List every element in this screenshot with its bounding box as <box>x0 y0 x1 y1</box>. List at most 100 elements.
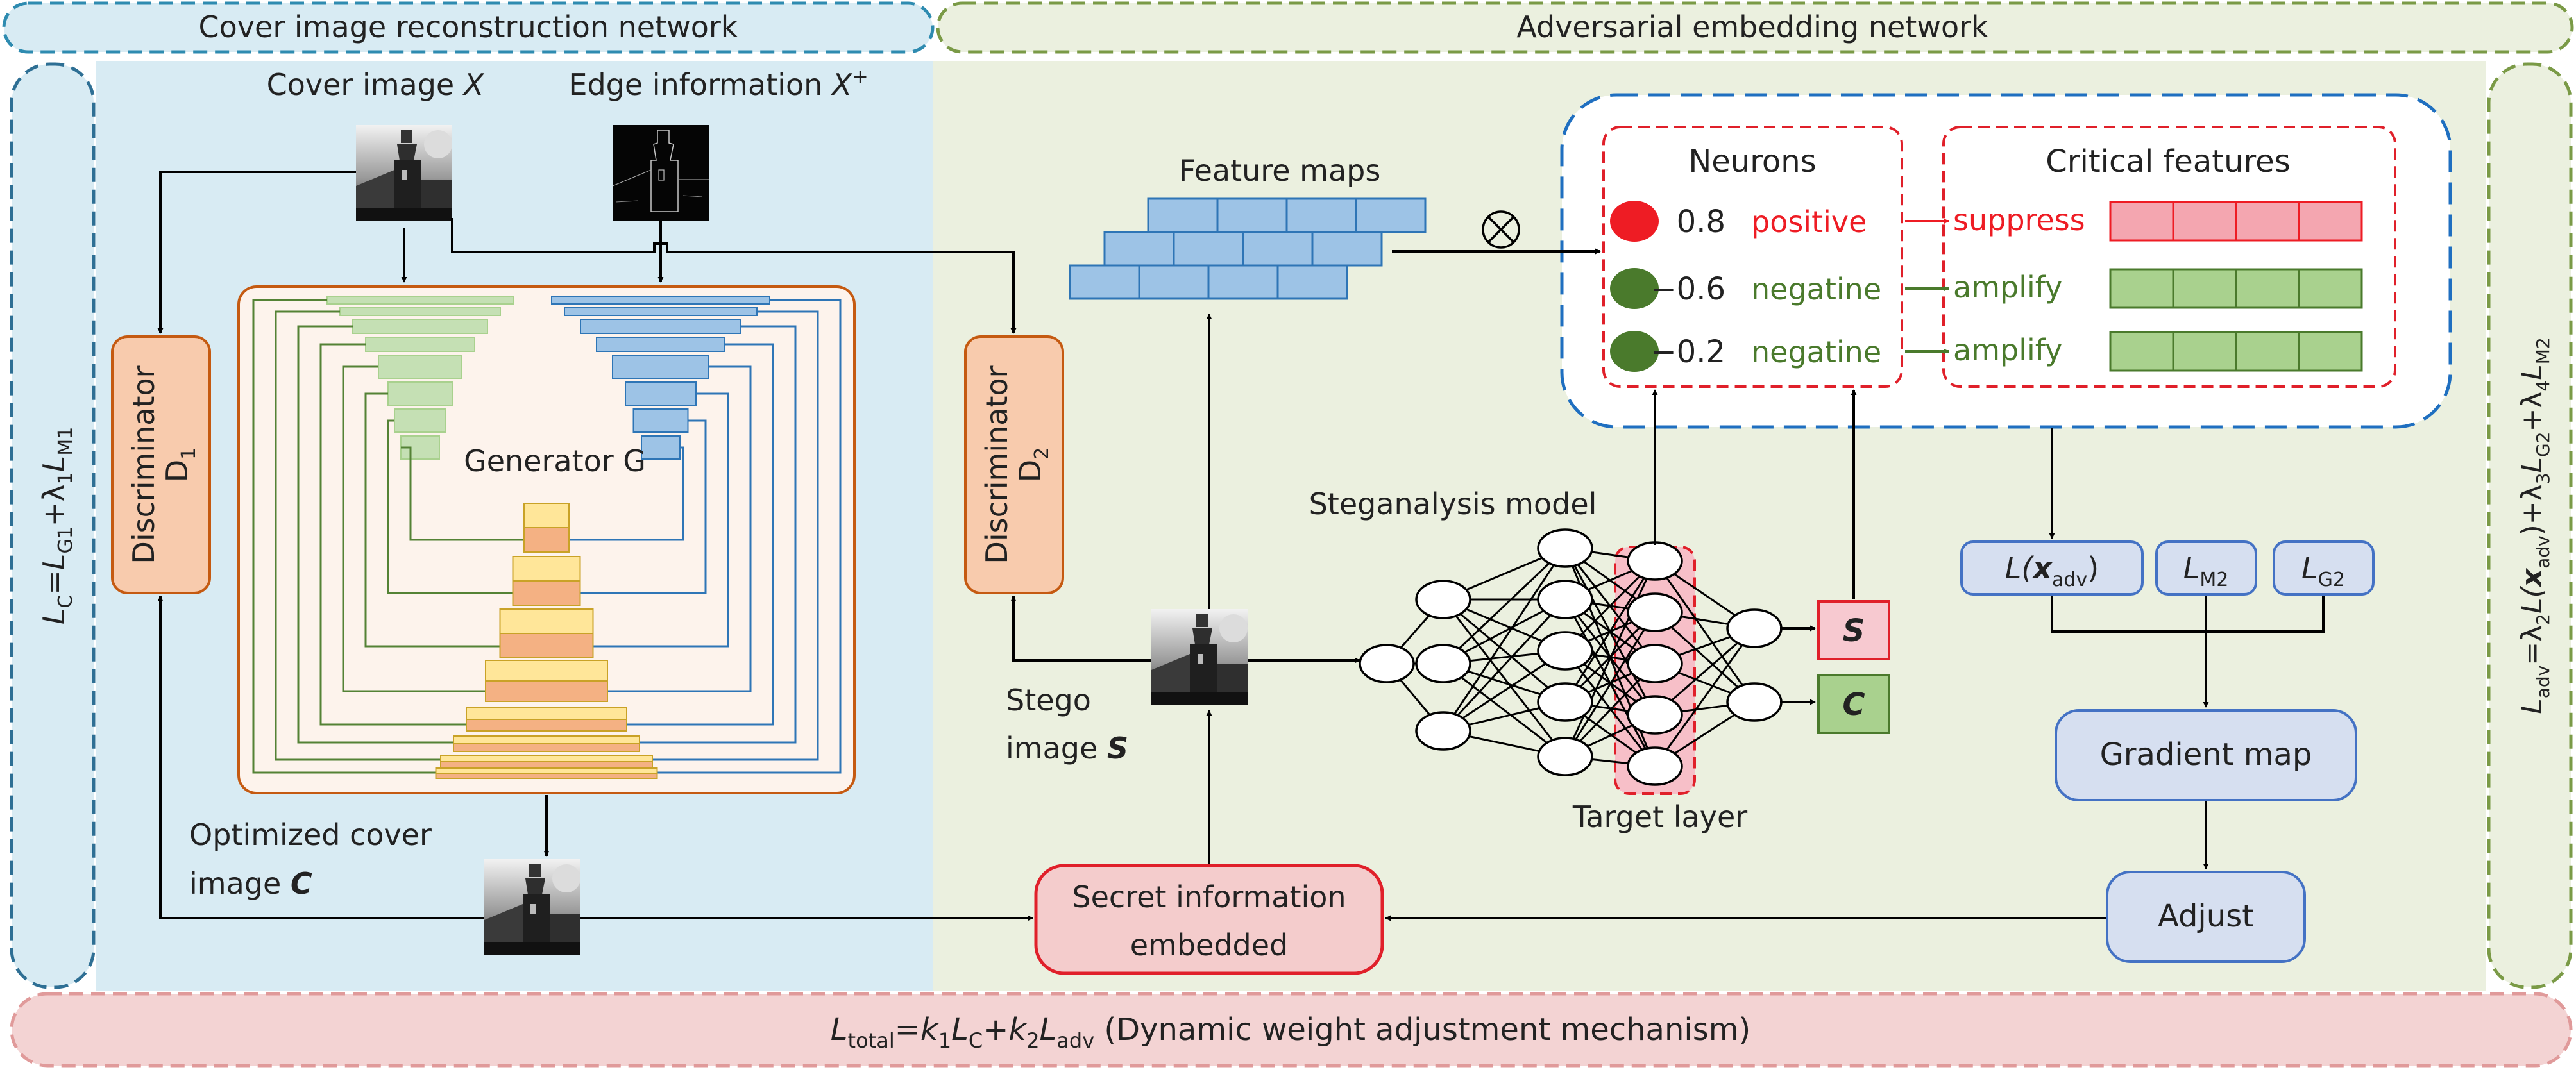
skip-connection-green <box>319 343 466 726</box>
critical-feature-cell <box>2298 331 2363 372</box>
total-loss-bar <box>10 992 2573 1068</box>
nn-node <box>1359 644 1415 683</box>
ladv-formula: Ladv=λ2L(xadv)+λ3LG2+λ4LM2 <box>2516 337 2554 714</box>
loss-m2-label: LM2 <box>2183 551 2229 591</box>
neuron-polarity: negatine <box>1751 335 1881 369</box>
critical-feature-cell <box>2235 331 2300 372</box>
decoder-layer <box>440 755 653 762</box>
encoder-green-layer <box>339 307 501 316</box>
nn-node <box>1726 608 1783 648</box>
discriminator-d1 <box>111 335 211 594</box>
skip-connection-blue <box>640 325 797 744</box>
encoder-green-layer <box>394 408 446 433</box>
nn-edge <box>1442 548 1566 732</box>
nn-node <box>1415 711 1471 751</box>
stego-label: Stego <box>1006 683 1091 717</box>
discriminator-d1-sub: D1 <box>160 448 200 483</box>
feature-maps-label: Feature maps <box>1179 153 1381 188</box>
nn-node <box>1627 644 1683 683</box>
critical-feature-cell <box>2172 268 2237 309</box>
critical-feature-cell <box>2298 268 2363 309</box>
secret-embed-label-2: embedded <box>1130 928 1289 962</box>
stego-image <box>1151 609 1248 705</box>
optimized-cover-label: Optimized cover <box>189 817 432 852</box>
skip-connection-blue <box>657 299 842 774</box>
encoder-green-layer <box>387 381 453 406</box>
skip-connection-blue <box>652 310 819 761</box>
encoder-blue-layer <box>612 355 709 379</box>
critical-feature-cell <box>2109 331 2174 372</box>
nn-edge <box>1564 560 1656 703</box>
skip-connection-green <box>342 365 486 692</box>
nn-node <box>1627 541 1683 581</box>
cover-image-label: Cover image X <box>267 67 485 102</box>
feature-map-cell <box>1311 231 1383 267</box>
cover-network-title: Cover image reconstruction network <box>199 10 738 44</box>
neurons-title: Neurons <box>1688 144 1816 180</box>
gradient-map-label: Gradient map <box>2100 737 2312 773</box>
generator-decoder <box>435 503 658 779</box>
nn-node <box>1726 682 1783 722</box>
feature-map-cell <box>1242 231 1314 267</box>
decoder-layer <box>466 719 627 732</box>
decoder-layer <box>499 633 594 658</box>
nn-node <box>1627 746 1683 786</box>
feature-map-cell <box>1173 231 1244 267</box>
critical-action: amplify <box>1953 333 2062 367</box>
neuron-value: 0.8 <box>1677 204 1725 240</box>
feature-map-cell <box>1103 231 1175 267</box>
lc-formula-panel <box>10 62 96 989</box>
skip-connection-blue <box>569 446 684 541</box>
skip-connection-blue <box>627 343 774 726</box>
steganalysis-network-nodes <box>1359 528 1783 786</box>
skip-connection-blue <box>607 365 752 692</box>
encoder-green-layer <box>352 319 488 334</box>
skip-connection-green <box>297 325 453 744</box>
nn-node <box>1537 528 1593 568</box>
decoder-layer <box>466 707 627 720</box>
nn-edge <box>1442 547 1566 665</box>
encoder-blue-layer <box>641 435 681 460</box>
optimized-cover-label-2: image C <box>189 866 312 901</box>
neuron-value: −0.6 <box>1650 271 1725 307</box>
nn-node <box>1627 592 1683 632</box>
neuron-dot <box>1610 201 1659 242</box>
adjust-label: Adjust <box>2158 898 2254 934</box>
output-c-label: C <box>1842 687 1865 723</box>
generator-skip-connections <box>252 299 842 774</box>
multiply-operator <box>1482 210 1520 249</box>
loss-adv-label: L(xadv) <box>2005 551 2099 591</box>
critical-action: amplify <box>1953 270 2062 305</box>
critical-feature-cell <box>2298 201 2363 242</box>
discriminator-d1-label: Discriminator <box>126 365 161 564</box>
connectors <box>157 171 2325 921</box>
feature-map-cell <box>1355 197 1427 233</box>
skip-connection-green <box>401 446 524 541</box>
nn-node <box>1415 644 1471 683</box>
skip-connection-green <box>364 392 500 648</box>
discriminator-d2 <box>964 335 1064 594</box>
encoder-blue-layer <box>596 337 725 352</box>
feature-map-cell <box>1276 264 1348 300</box>
nn-node <box>1537 631 1593 671</box>
decoder-layer <box>440 761 653 769</box>
critical-feature-cell <box>2235 201 2300 242</box>
nn-node <box>1627 695 1683 735</box>
lc-formula: LC=LG1+λ1LM1 <box>37 427 77 625</box>
generator-encoder-green <box>326 296 514 460</box>
nn-edge <box>1654 628 1756 767</box>
discriminator-d2-label: Discriminator <box>979 365 1014 564</box>
encoder-blue-layer <box>625 381 697 406</box>
target-layer-label: Target layer <box>1572 800 1747 834</box>
decoder-layer <box>485 660 608 682</box>
steganalysis-label: Steganalysis model <box>1309 487 1597 521</box>
feature-map-cell <box>1069 264 1140 300</box>
loss-adv-box <box>1960 540 2144 596</box>
skip-connection-blue <box>580 419 707 594</box>
generator-label: Generator G <box>464 444 646 478</box>
nn-edge <box>1443 598 1566 703</box>
neuron-value: −0.2 <box>1650 334 1725 370</box>
adversarial-network-title: Adversarial embedding network <box>1516 10 1988 44</box>
encoder-green-layer <box>326 296 514 305</box>
